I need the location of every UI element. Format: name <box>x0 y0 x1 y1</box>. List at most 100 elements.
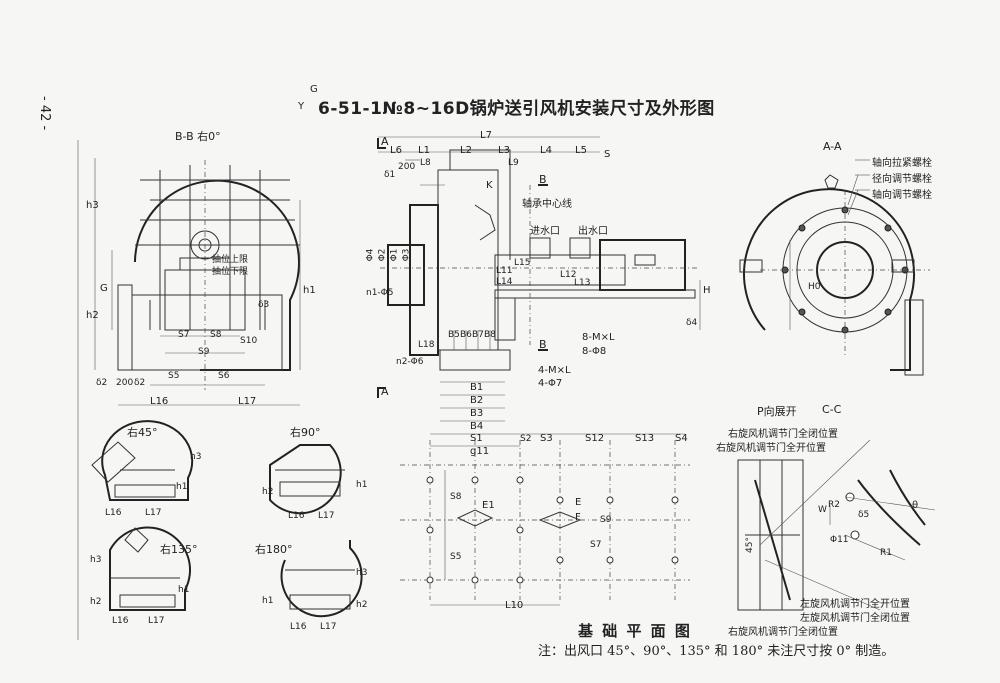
dim-S13: S13 <box>635 433 655 444</box>
dim-theta: θ <box>912 500 919 511</box>
dim-h1-bb: h1 <box>303 285 316 296</box>
dim-R1: R1 <box>880 548 892 558</box>
dim-L13: L13 <box>574 278 591 288</box>
dim-delta5: δ5 <box>858 510 870 520</box>
dim-8phi8: 8-Φ8 <box>582 346 607 357</box>
dim-S8-bb: S8 <box>210 330 222 340</box>
label-r135: 右135° <box>160 543 198 556</box>
dim-K: K <box>486 180 493 191</box>
dim-4ML: 4-M×L <box>538 365 571 376</box>
callout-right-close: 右旋风机调节门全闭位置 <box>728 429 838 440</box>
foundation-title: 基 础 平 面 图 <box>578 622 692 640</box>
callout-water-out: 出水口 <box>578 226 608 237</box>
dim-L4: L4 <box>540 145 552 156</box>
dim-S8-found: S8 <box>450 492 462 502</box>
dim-8ML: 8-M×L <box>582 332 615 343</box>
dim-h3-45: h3 <box>190 452 202 462</box>
dim-phi11: Φ11 <box>830 535 849 545</box>
dim-L7: L7 <box>480 130 492 141</box>
dim-L15: L15 <box>514 258 531 268</box>
dim-200-bb: 200 <box>116 378 134 388</box>
dim-delta2b-bb: δ2 <box>134 378 146 388</box>
callout-right-close-bottom: 右旋风机调节门全闭位置 <box>728 627 838 638</box>
dim-L10: L10 <box>505 600 524 611</box>
label-r180: 右180° <box>255 543 293 556</box>
dim-L5: L5 <box>575 145 587 156</box>
dim-B2: B2 <box>470 395 484 406</box>
label-p: P向展开 <box>757 405 797 418</box>
label-section-b-top: B <box>539 173 547 186</box>
callout-adjust-upper: 抽位上限 <box>212 255 249 265</box>
callout-left-open: 左旋风机调节门全开位置 <box>800 599 910 610</box>
bearing-housing <box>494 254 626 286</box>
dim-L16-45: L16 <box>105 508 122 518</box>
dim-n2: n2-Φ6 <box>396 357 424 367</box>
dim-L1: L1 <box>418 145 430 156</box>
dim-h2-bb: h2 <box>86 310 99 321</box>
callout-axial-adjust: 轴向调节螺栓 <box>872 190 932 201</box>
dim-S10-bb: S10 <box>240 336 258 346</box>
dim-h2-180: h2 <box>356 600 368 610</box>
aa-view <box>739 159 930 376</box>
dim-L17-90: L17 <box>318 511 335 521</box>
dim-h1-180: h1 <box>262 596 274 606</box>
dim-S9-bb: S9 <box>198 347 210 357</box>
dim-S5-bb: S5 <box>168 371 180 381</box>
dim-S6-bb: S6 <box>218 371 230 381</box>
dim-h3-bb: h3 <box>86 200 99 211</box>
dim-E: E <box>575 497 582 508</box>
inlet-flange <box>387 244 425 306</box>
dim-h1-90: h1 <box>356 480 368 490</box>
outlet-variants <box>91 420 363 618</box>
dim-L6: L6 <box>390 145 402 156</box>
dim-S1: S1 <box>470 433 483 444</box>
dim-B8: B8 <box>484 330 496 340</box>
dim-F: F <box>575 512 581 523</box>
label-bb: B-B 右0° <box>175 130 221 143</box>
foundation-plan <box>400 440 690 606</box>
label-section-a-bottom: A <box>381 385 389 398</box>
dim-h3-180: h3 <box>356 568 368 578</box>
dim-W: W <box>818 505 827 515</box>
dim-S12: S12 <box>585 433 605 444</box>
dim-H0: H0 <box>808 282 821 292</box>
cc-view <box>829 469 936 561</box>
dim-L14: L14 <box>496 277 513 287</box>
dim-S7-bb: S7 <box>178 330 190 340</box>
section-arrow-a-top <box>377 138 386 149</box>
callout-axial-tie: 轴向拉紧螺栓 <box>872 158 932 169</box>
dim-B5: B5 <box>448 330 460 340</box>
dim-h1-45: h1 <box>176 482 188 492</box>
dim-L16-135: L16 <box>112 616 129 626</box>
footnote: 注：出风口 45°、90°、135° 和 180° 未注尺寸按 0° 制造。 <box>538 644 895 659</box>
variant-135-outline <box>109 526 191 611</box>
callout-radial-adjust: 径向调节螺栓 <box>872 174 932 185</box>
dim-B4: B4 <box>470 421 484 432</box>
dim-delta4: δ4 <box>686 318 698 328</box>
dim-h3-135: h3 <box>90 555 102 565</box>
dim-H: H <box>703 285 711 296</box>
dim-L17-45: L17 <box>145 508 162 518</box>
dim-L16-90: L16 <box>288 511 305 521</box>
dim-phi3: Φ3 <box>401 248 412 262</box>
page-number: - 42 - <box>37 96 52 131</box>
label-section-a-top: A <box>381 135 389 148</box>
dim-R2: R2 <box>828 500 840 510</box>
dim-4phi7: 4-Φ7 <box>538 378 563 389</box>
dim-L3: L3 <box>498 145 510 156</box>
title-prefix-top: G <box>310 84 318 95</box>
dim-S9-found: S9 <box>600 515 612 525</box>
callout-bearing-center: 轴承中心线 <box>522 199 572 210</box>
callout-water-in: 进水口 <box>530 226 560 237</box>
label-r45: 右45° <box>127 426 158 439</box>
dim-phi1: Φ1 <box>389 248 400 262</box>
dim-h2-90: h2 <box>262 487 274 497</box>
dim-L18: L18 <box>418 340 435 350</box>
variant-45-outline <box>101 420 194 501</box>
p-view <box>737 439 881 611</box>
dim-L8: L8 <box>420 158 431 168</box>
dim-E1: E1 <box>482 500 495 511</box>
dim-delta3-bb: δ3 <box>258 300 270 310</box>
